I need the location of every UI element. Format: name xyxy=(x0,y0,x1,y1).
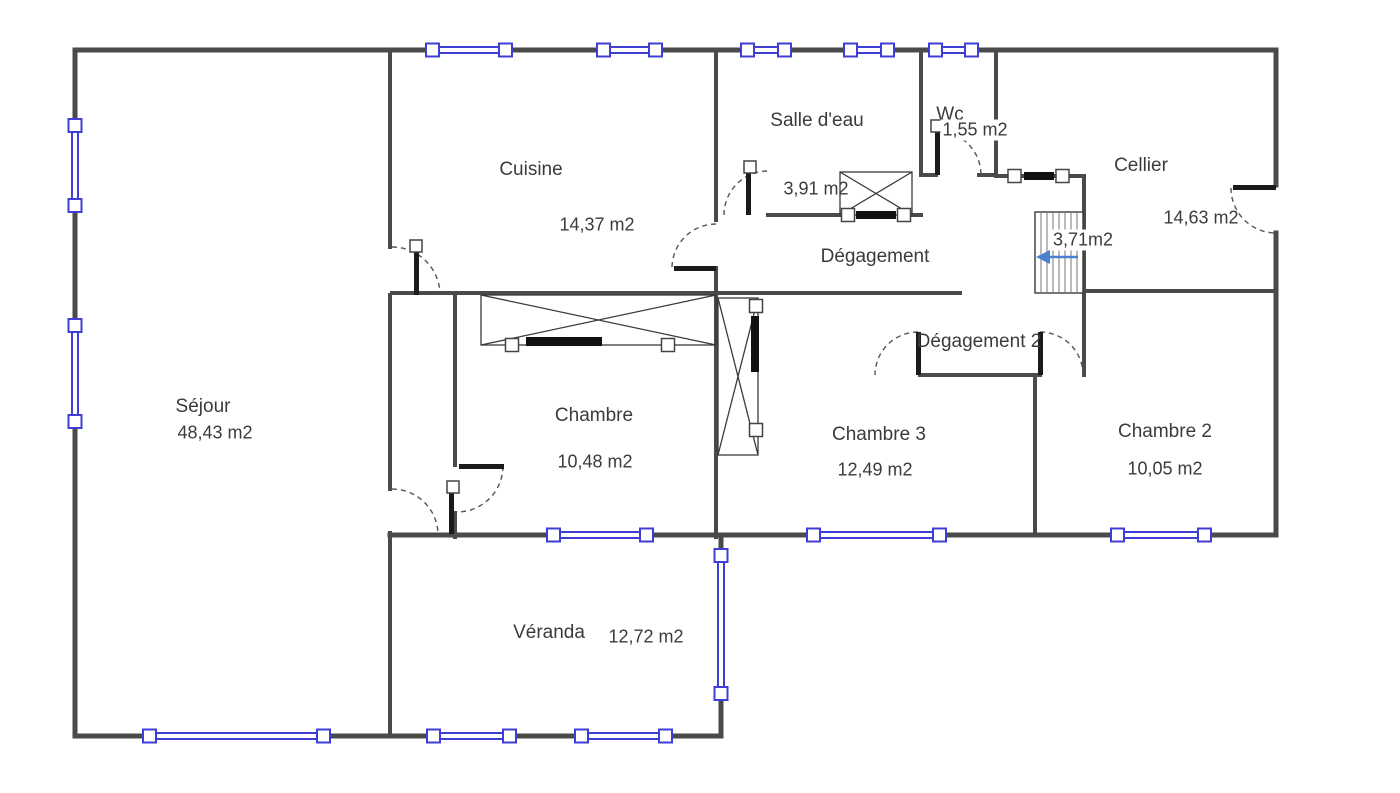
door-arc-sejour-cuisine xyxy=(391,246,441,296)
area-label-veranda: 12,72 m2 xyxy=(608,626,684,647)
interior-walls xyxy=(388,48,1278,738)
area-label-chambre2: 10,05 m2 xyxy=(1127,458,1203,479)
closets xyxy=(480,168,1070,456)
sliding-door-cellier xyxy=(1007,168,1070,184)
room-label-chambre3: Chambre 3 xyxy=(832,424,926,445)
closet-chambre3 xyxy=(717,297,764,456)
door-arc-chambre xyxy=(456,465,504,513)
area-label-chambre3: 12,49 m2 xyxy=(837,459,913,480)
area-label-wc: 1,55 m2 xyxy=(940,119,1010,141)
area-label-sejour: 48,43 m2 xyxy=(177,422,253,443)
room-label-degagement2: Dégagement 2 xyxy=(916,331,1042,352)
staircase xyxy=(1034,211,1084,294)
windows xyxy=(67,42,1212,744)
door-arc-chambre3 xyxy=(874,331,919,376)
room-label-chambre2: Chambre 2 xyxy=(1118,421,1212,442)
door-arc-sejour-passage xyxy=(391,488,439,536)
room-label-sejour: Séjour xyxy=(175,396,231,417)
area-label-salle-deau: 3,91 m2 xyxy=(783,178,849,199)
room-label-degagement: Dégagement xyxy=(820,246,930,267)
stair-direction-arrow xyxy=(1036,250,1078,264)
room-label-veranda: Véranda xyxy=(513,622,585,643)
area-label-degagement: 3,71m2 xyxy=(1050,229,1116,251)
door-arc-chambre2 xyxy=(1039,331,1084,376)
area-label-cuisine: 14,37 m2 xyxy=(559,214,635,235)
room-label-cellier: Cellier xyxy=(1114,155,1168,176)
closet-salle-deau xyxy=(839,171,913,223)
area-label-chambre: 10,48 m2 xyxy=(557,451,633,472)
area-label-cellier: 14,63 m2 xyxy=(1163,207,1239,228)
closet-chambre xyxy=(480,294,717,353)
door-arc-cuisine-degagement xyxy=(671,223,717,269)
room-label-chambre: Chambre xyxy=(554,405,634,426)
room-label-cuisine: Cuisine xyxy=(499,159,563,180)
doors xyxy=(391,119,1277,536)
room-label-salle-deau: Salle d'eau xyxy=(770,110,864,131)
